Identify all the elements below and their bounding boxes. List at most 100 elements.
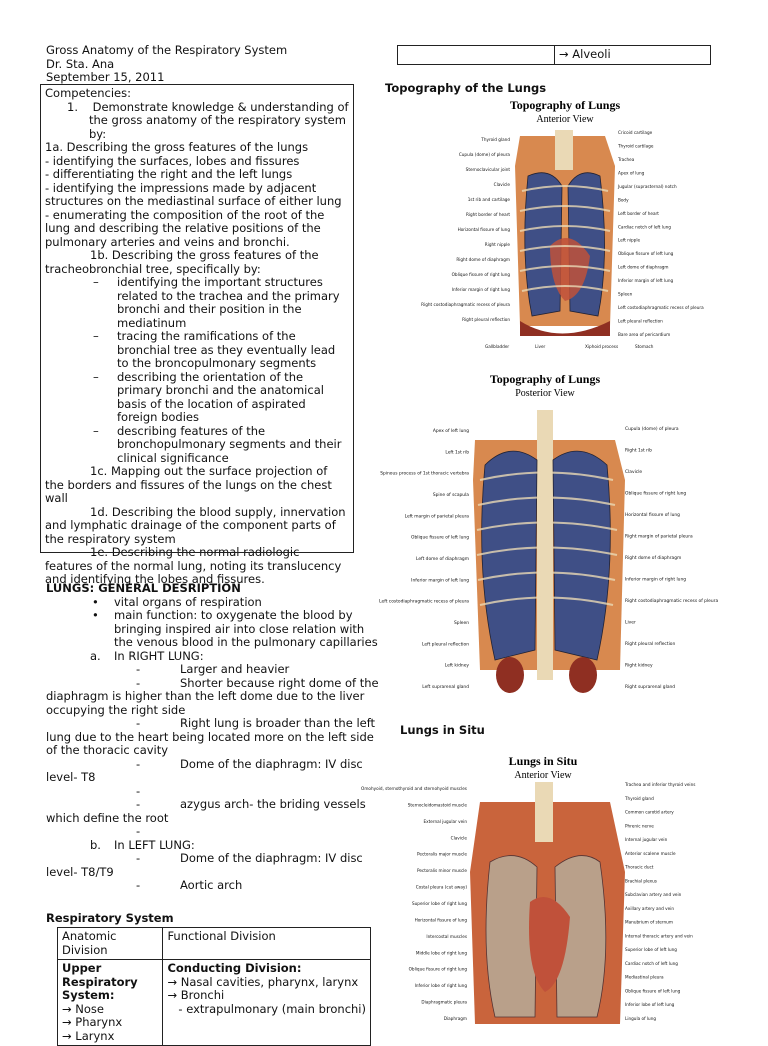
figure-label: Spleen [618,292,633,297]
figure-label: Left nipple [618,238,641,243]
figure-label: Cardiac notch of left lung [618,224,671,229]
figure-label: Right margin of parietal pleura [625,534,693,540]
figure-label: Manubrium of sternum [625,920,673,925]
competency-text: Demonstrate knowledge & understanding of… [89,99,349,141]
figure-label: Thoracic duct [624,865,654,870]
figure-label: Left dome of diaphragm [416,556,469,562]
fig1-title: Topography of Lungs [510,98,621,112]
doc-author: Dr. Sta. Ana [46,56,115,71]
lungs-section: LUNGS: GENERAL DESRIPTION •vital organs … [46,581,382,893]
doc-date: September 15, 2011 [46,70,165,84]
comp-1c: 1c. Mapping out the surface projection o… [45,464,332,505]
right-lung-item: -Right lung is broader than the left lun… [46,716,376,757]
figure-label: Thyroid cartilage [617,143,654,148]
conducting-title: Conducting Division: [167,961,302,975]
figure-label: Thyroid gland [624,796,654,801]
table-cell: Conducting Division: → Nasal cavities, p… [162,959,371,1046]
figure-label: Right dome of diaphragm [456,257,510,262]
document-header: Gross Anatomy of the Respiratory System … [46,43,356,85]
trachea-shape [555,130,573,170]
comp-1d: 1d. Describing the blood supply, innerva… [45,504,346,546]
figure-label: Costal pleura (cut away) [416,885,468,890]
right-lung-label: a.In RIGHT LUNG: [90,648,204,663]
competency-number: 1. [67,99,78,114]
figure-label: Diaphragm [444,1016,467,1021]
figure-label: Inferior lobe of right lung [415,983,468,988]
competencies-box: Competencies: 1. Demonstrate knowledge &… [40,84,354,586]
figure-label: Common carotid artery [625,810,674,815]
figure-label: Left pleural reflection [422,641,469,647]
comp-1a: 1a. Describing the gross features of the… [45,140,309,154]
back-ribs [476,471,618,606]
right-lung-item: -Dome of the diaphragm: IV disc level- T… [46,756,363,784]
lungs-bullet: •vital organs of respiration [92,594,262,609]
table-row: → Alveoli [397,45,711,65]
fig2-subtitle: Posterior View [515,388,575,399]
fig3-left-labels: Omohyoid, sternothyroid and sternohyoid … [361,786,467,1021]
figure-label: Right costodiaphragmatic recess of pleur… [421,302,510,307]
right-lung-item: -azygus arch- the briding vessels which … [46,797,366,825]
lungs-bullet: •main function: to oxygenate the blood b… [92,608,378,649]
figure-label: Apex of lung [618,170,645,175]
figure-label: Anterior scalene muscle [625,851,676,856]
figure-anterior: Topography of Lungs Anterior View Thyroi… [410,96,710,358]
situ-heading: Lungs in Situ [400,723,485,737]
figure-label: Inferior margin of right lung [452,287,511,292]
posterior-illustration: Topography of Lungs Posterior View Apex … [379,372,718,693]
figure-label: Left costodiaphragmatic recess of pleura [379,599,469,605]
figure-posterior: Topography of Lungs Posterior View Apex … [379,370,718,702]
figure-label: Intercostal muscles [426,934,467,939]
right-kidney-shape [569,657,597,693]
figure-label: Clavicle [625,469,642,475]
figure-label: Left margin of parietal pleura [405,513,470,519]
comp-1a-line3: - identifying the impressions made by ad… [45,180,342,208]
figure-label: Sternoclavicular joint [466,167,511,172]
comp-1a-line2: - differentiating the right and the left… [45,167,293,181]
figure-label: Liver [535,344,546,349]
resp-table: Anatomic Division Functional Division Up… [56,927,371,1046]
figure-label: Oblique fissure of right lung [625,491,686,497]
figure-label: Right nipple [485,242,511,247]
figure-label: Liver [625,620,636,626]
figure-label: Right border of heart [466,212,510,217]
figure-label: Axillary artery and vein [625,906,674,911]
upper-title: Upper Respiratory System: [62,961,138,1002]
figure-label: Lingula of lung [625,1016,656,1021]
figure-label: Spleen [454,620,469,626]
figure-label: Left dome of diaphragm [618,265,669,270]
comp-dash-item: –tracing the ramifications of the bronch… [93,329,336,370]
right-lung-item: - [136,824,141,838]
figure-label: Cupula (dome) of pleura [459,152,511,157]
figure-label: Left 1st rib [445,449,469,455]
figure-label: Spinous process of 1st thoracic vertebra [380,471,469,477]
competency-item-1: 1. Demonstrate knowledge & understanding… [45,99,349,142]
fig1-subtitle: Anterior View [536,114,594,125]
fig3-title: Lungs in Situ [509,754,578,768]
right-lung-item: -Shorter because right dome of the diaph… [46,675,379,717]
figure-label: Clavicle [451,835,468,840]
figure-label: Right suprarenal gland [625,684,675,690]
figure-label: Stomach [635,344,654,349]
figure-label: Trachea [617,157,635,162]
figure-label: Horizontal fissure of lung [458,227,511,232]
figure-label: Superior lobe of right lung [412,901,467,906]
anterior-illustration: Topography of Lungs Anterior View Thyroi… [421,98,704,349]
resp-table-section: Respiratory System [46,911,174,926]
figure-label: Apex of left lung [433,428,469,434]
left-lung-posterior [481,450,538,661]
figure-label: Spine of scapula [433,492,469,498]
figure-label: Middle lobe of right lung [416,950,467,955]
table-cell: → Alveoli [554,45,711,65]
figure-label: Oblique fissure of right lung [452,272,511,277]
in-situ-illustration: Lungs in Situ Anterior View Omohyoid, st… [361,754,695,1024]
liver-shape [520,321,610,336]
comp-1e: 1e. Describing the normal radiologic fea… [45,545,342,586]
fig3-subtitle: Anterior View [514,770,572,781]
left-kidney-shape [496,657,524,693]
figure-label: Xiphoid process [585,344,618,349]
figure-label: Inferior margin of left lung [618,278,673,283]
figure-label: Right costodiaphragmatic recess of pleur… [625,598,718,604]
